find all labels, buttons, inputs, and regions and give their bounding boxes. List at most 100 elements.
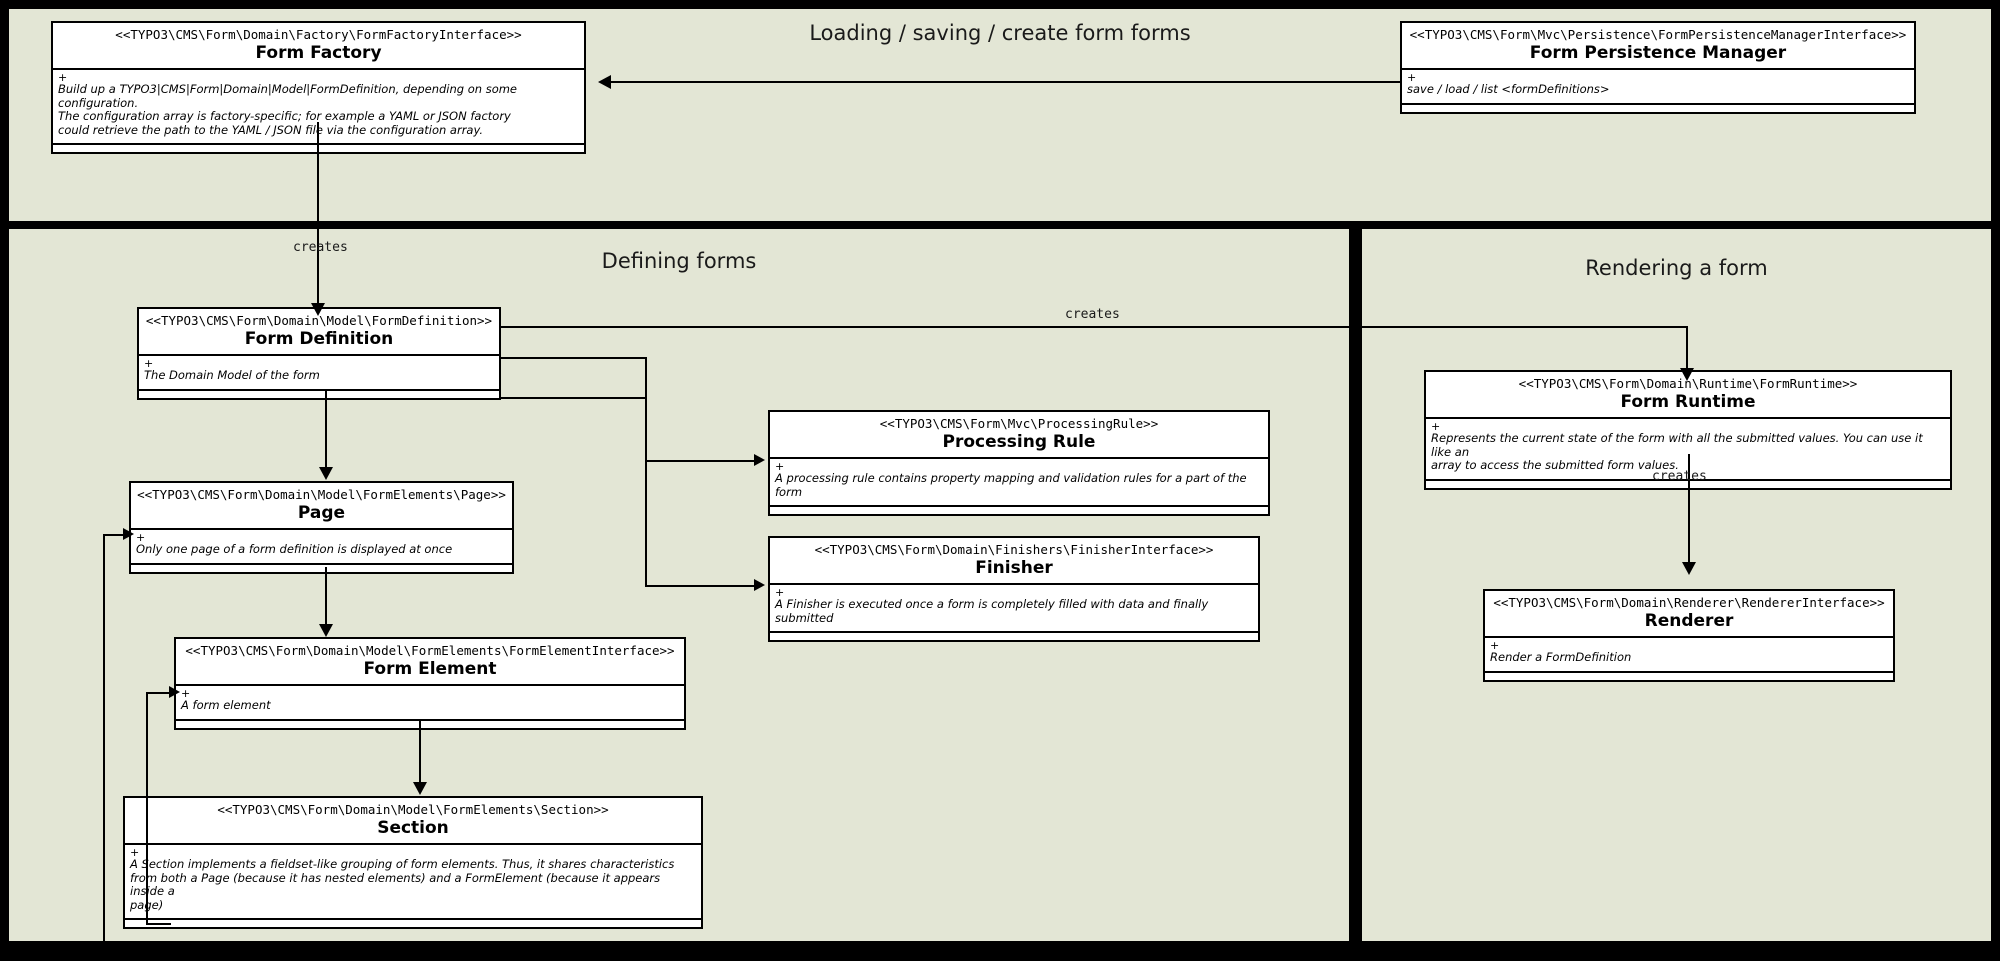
edge-definition-to-processingrule-hline-top [499,357,647,359]
edge-persistence-to-factory-line [609,81,1401,83]
class-footer [1402,104,1914,112]
edge-page-to-formelement-arrowhead [319,624,333,637]
class-stereotype: <<TYPO3\CMS\Form\Mvc\ProcessingRule>> [879,416,1159,431]
panel-loading-saving: Loading / saving / create form forms <<T… [9,9,1991,221]
class-name: Form Persistence Manager [1529,43,1787,63]
edge-definition-to-runtime-vline [1686,326,1688,370]
class-description: A Finisher is executed once a form is co… [775,597,1209,625]
class-stereotype: <<TYPO3\CMS\Form\Domain\Model\FormElemen… [185,643,675,658]
class-footer [770,507,1268,514]
edge-section-to-page-vline [103,534,105,960]
class-box-page[interactable]: <<TYPO3\CMS\Form\Domain\Model\FormElemen… [129,481,516,575]
class-description: save / load / list <formDefinitions> [1407,82,1610,96]
class-name: Section [377,818,449,838]
edge-definition-to-page-arrowhead [319,467,333,480]
class-stereotype: <<TYPO3\CMS\Form\Mvc\Persistence\FormPer… [1409,27,1907,42]
edge-section-to-page-hline-top [103,534,127,536]
visibility-marker: + [144,357,154,370]
class-stereotype: <<TYPO3\CMS\Form\Domain\Model\FormElemen… [217,802,609,817]
edge-runtime-to-renderer-line [1688,454,1690,564]
class-footer [770,633,1258,640]
class-box-finisher[interactable]: <<TYPO3\CMS\Form\Domain\Finishers\Finish… [768,536,1262,644]
edge-formelement-to-section-vline [419,719,421,783]
class-name: Renderer [1644,611,1734,631]
class-name: Page [297,503,346,523]
class-header-form-element: <<TYPO3\CMS\Form\Domain\Model\FormElemen… [176,639,684,686]
class-name: Form Definition [244,329,394,349]
class-box-renderer[interactable]: <<TYPO3\CMS\Form\Domain\Renderer\Rendere… [1483,589,1897,683]
class-name: Form Element [363,659,497,679]
visibility-marker: + [58,71,68,84]
class-header-form-persistence-manager: <<TYPO3\CMS\Form\Mvc\Persistence\FormPer… [1402,23,1914,70]
class-header-form-definition: <<TYPO3\CMS\Form\Domain\Model\FormDefini… [139,309,499,356]
class-stereotype: <<TYPO3\CMS\Form\Domain\Model\FormDefini… [145,313,493,328]
visibility-marker: + [130,846,140,859]
class-body-processing-rule: + A processing rule contains property ma… [770,459,1268,507]
edge-factory-to-definition-arrowhead [311,303,325,316]
class-footer [125,920,701,927]
class-name: Form Factory [255,43,382,63]
edge-definition-to-finisher-vline [645,397,647,587]
visibility-marker: + [775,460,785,473]
class-stereotype: <<TYPO3\CMS\Form\Domain\Factory\FormFact… [115,27,522,42]
class-body-form-persistence-manager: + save / load / list <formDefinitions> [1402,70,1914,105]
class-stereotype: <<TYPO3\CMS\Form\Domain\Finishers\Finish… [814,542,1214,557]
class-header-section: <<TYPO3\CMS\Form\Domain\Model\FormElemen… [125,798,701,845]
class-box-section[interactable]: <<TYPO3\CMS\Form\Domain\Model\FormElemen… [123,796,705,931]
class-stereotype: <<TYPO3\CMS\Form\Domain\Runtime\FormRunt… [1518,376,1858,391]
class-description: Render a FormDefinition [1490,650,1632,664]
edge-definition-to-processingrule-hline [645,460,755,462]
visibility-marker: + [1431,420,1441,433]
edge-definition-to-finisher-hline-top [499,397,647,399]
class-body-section: + A Section implements a fieldset-like g… [125,845,701,920]
edge-section-to-formelement-hline-top [146,692,174,694]
edge-page-to-formelement-line [325,567,327,625]
panel-defining-forms: Defining forms <<TYPO3\CMS\Form\Domain\M… [9,229,1349,961]
edge-definition-to-finisher-arrowhead [754,579,765,591]
edge-factory-to-definition-line [317,122,319,307]
class-description: Only one page of a form definition is di… [136,542,453,556]
class-header-form-factory: <<TYPO3\CMS\Form\Domain\Factory\FormFact… [53,23,584,70]
class-box-form-persistence-manager[interactable]: <<TYPO3\CMS\Form\Mvc\Persistence\FormPer… [1400,21,1918,115]
class-body-form-element: + A form element [176,686,684,721]
class-body-page: + Only one page of a form definition is … [131,530,512,565]
class-footer [1485,672,1893,680]
edge-definition-to-finisher-hline [645,585,755,587]
edge-section-to-page-arrowhead [123,528,134,540]
panel-title-loading-saving: Loading / saving / create form forms [809,21,1191,45]
class-header-processing-rule: <<TYPO3\CMS\Form\Mvc\ProcessingRule>> Pr… [770,412,1268,459]
class-box-form-element[interactable]: <<TYPO3\CMS\Form\Domain\Model\FormElemen… [174,637,688,731]
class-description: A Section implements a fieldset-like gro… [130,857,675,911]
class-body-form-definition: + The Domain Model of the form [139,356,499,391]
edge-definition-to-page-line [325,391,327,469]
edge-definition-to-processingrule-arrowhead [754,454,765,466]
edge-label-definition-creates-runtime: creates [1065,307,1120,322]
edge-definition-to-runtime-arrowhead [1680,368,1694,381]
visibility-marker: + [1407,71,1417,84]
class-description: A form element [181,698,271,712]
edge-section-to-formelement-hline [146,923,171,925]
edge-section-to-formelement-vline [146,692,148,924]
class-header-renderer: <<TYPO3\CMS\Form\Domain\Renderer\Rendere… [1485,591,1893,638]
class-header-page: <<TYPO3\CMS\Form\Domain\Model\FormElemen… [131,483,512,530]
class-description: Represents the current state of the form… [1431,431,1923,472]
visibility-marker: + [1490,639,1500,652]
class-box-form-definition[interactable]: <<TYPO3\CMS\Form\Domain\Model\FormDefini… [137,307,503,401]
edge-section-to-formelement-arrowhead [169,686,180,698]
class-stereotype: <<TYPO3\CMS\Form\Domain\Renderer\Rendere… [1493,595,1885,610]
panel-title-defining-forms: Defining forms [601,249,757,273]
class-box-processing-rule[interactable]: <<TYPO3\CMS\Form\Mvc\ProcessingRule>> Pr… [768,410,1272,518]
visibility-marker: + [136,531,146,544]
class-header-form-runtime: <<TYPO3\CMS\Form\Domain\Runtime\FormRunt… [1426,372,1950,419]
edge-formelement-to-section-arrowhead [413,782,427,795]
class-body-renderer: + Render a FormDefinition [1485,638,1893,673]
class-body-finisher: + A Finisher is executed once a form is … [770,585,1258,633]
edge-persistence-to-factory-arrowhead [598,75,611,89]
visibility-marker: + [181,687,191,700]
edge-runtime-to-renderer-arrowhead [1682,562,1696,575]
class-footer [131,564,512,572]
class-name: Finisher [975,558,1053,578]
edge-definition-to-runtime-hline [500,326,1688,328]
class-name: Processing Rule [942,432,1096,452]
